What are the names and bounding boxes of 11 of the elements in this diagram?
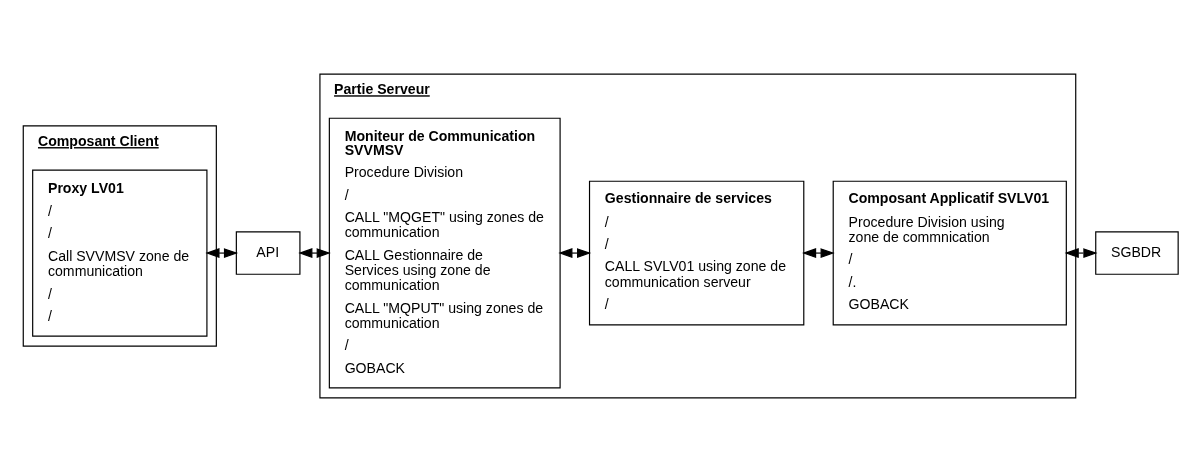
node-box: API [235,231,301,275]
arrow [298,248,331,259]
node-box: Proxy LV01 / / Call SVVMSV zone de communication / / [32,169,208,337]
arrow [558,248,592,259]
node-box: Composant Applicatif SVLV01 Procedure Division using zone de commnication / /. GOBACK [832,180,1067,326]
node-box: Moniteur de Communication SVVMSV Procedure Division / CALL "MQGET" using zones de communication CALL Gestionnaire de Services using zone de communication CALL "MQPUT" using zones de communication / GOBACK [328,117,561,389]
arrow [1064,248,1098,259]
node-box: SGBDR [1095,231,1179,275]
arrow [802,248,835,259]
arrow [205,248,239,259]
node-box: Gestionnaire de services / / CALL SVLV01 using zone de communication serveur / [588,180,805,326]
